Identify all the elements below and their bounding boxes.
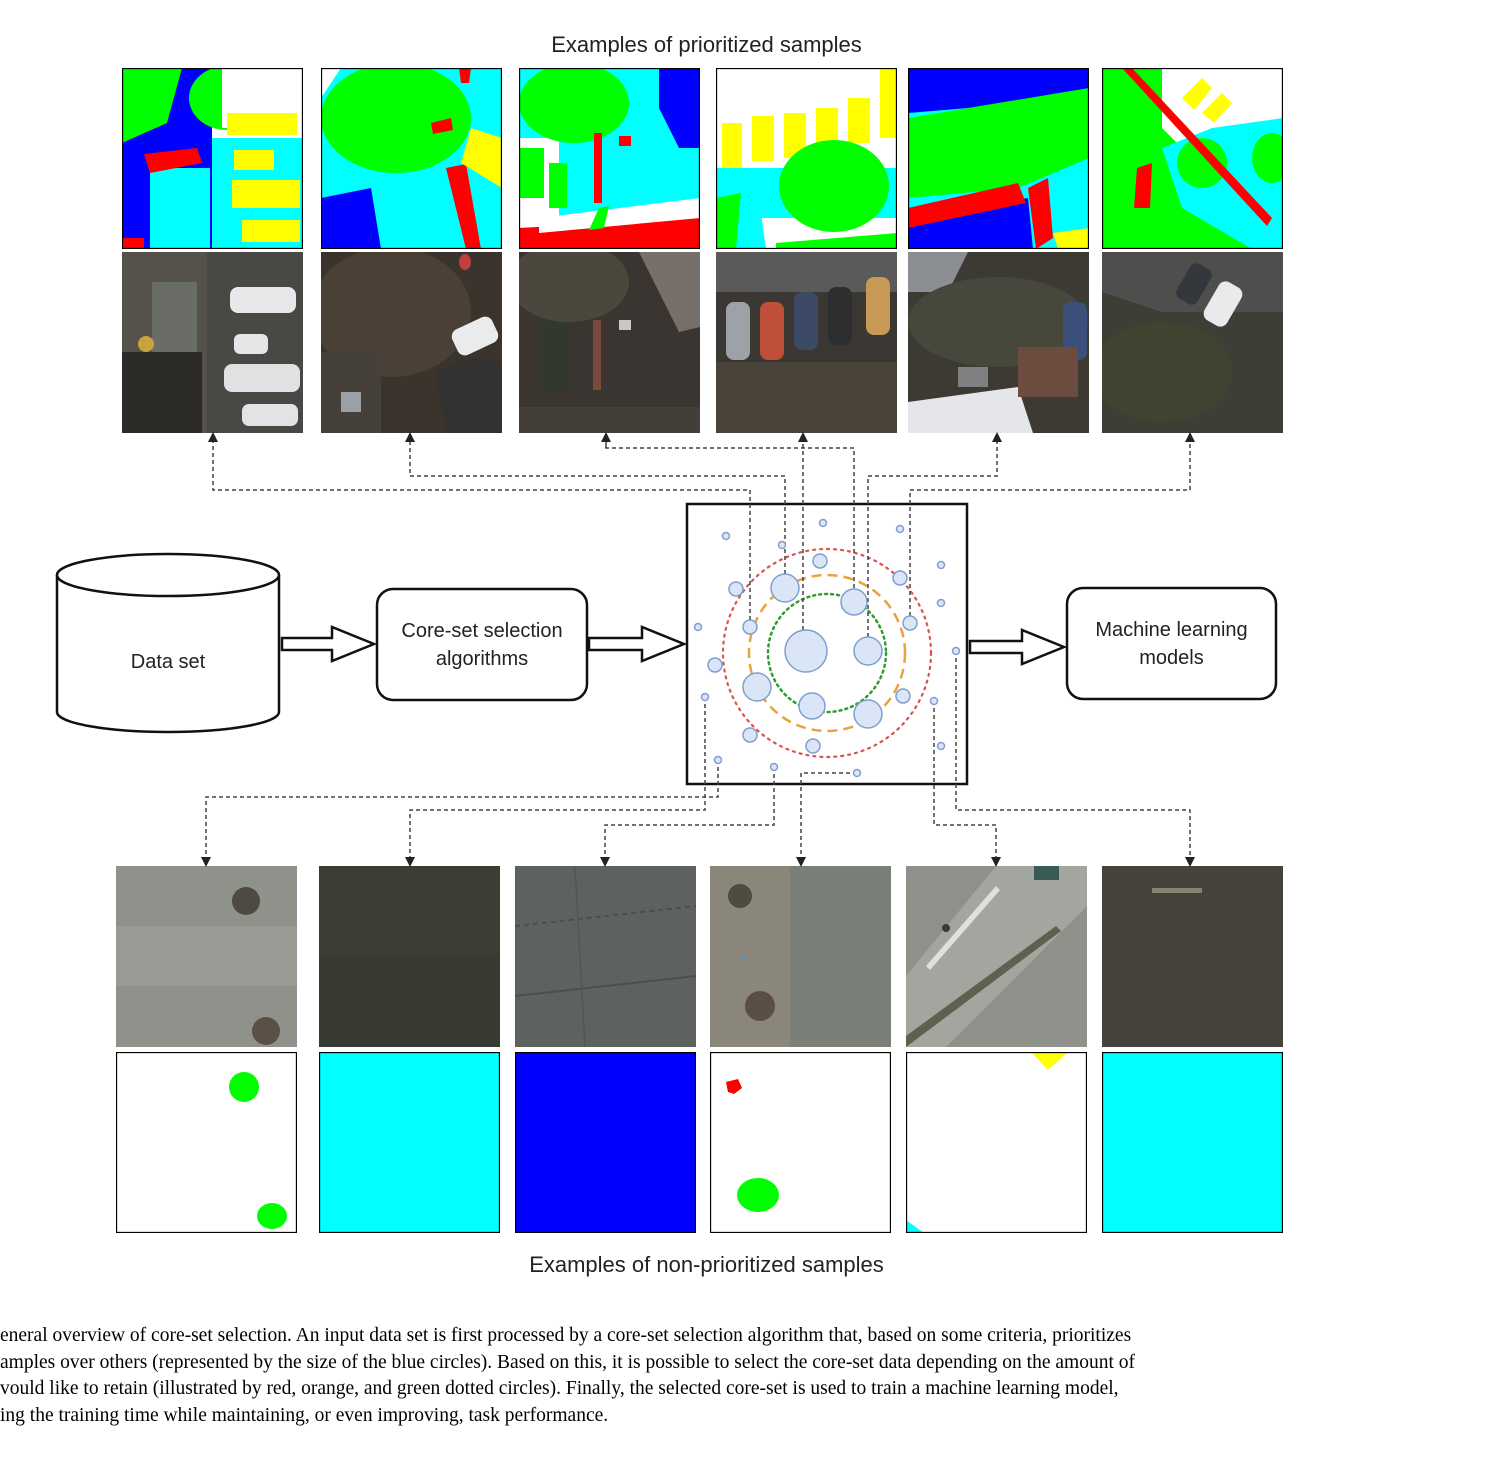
non-prioritized-mask-6 [1102,1052,1283,1233]
non-prioritized-mask-3 [515,1052,696,1233]
prioritized-mask-6 [1102,68,1283,249]
prioritized-photo-6 [1102,252,1283,433]
prioritized-mask-2 [321,68,502,249]
models-label-line-2: models [1139,647,1204,669]
non-prioritized-photo-3 [515,866,696,1047]
prioritized-mask-4 [716,68,897,249]
non-prioritized-photo-1 [116,866,297,1047]
retain-ring-medium [747,573,907,733]
algorithm-label-line-2: algorithms [435,648,529,670]
prioritized-mask-1 [122,68,303,249]
figure-caption: eneral overview of core-set selection. A… [0,1323,1443,1429]
prioritized-photo-1 [122,252,303,433]
non-prioritized-photo-5 [906,866,1087,1047]
arrow-algorithm-to-selection [587,625,688,663]
prioritized-mask-3 [519,68,700,249]
non-prioritized-mask-2 [319,1052,500,1233]
prioritized-photo-4 [716,252,897,433]
dataset-cylinder [55,552,281,734]
non-prioritized-connectors [201,651,1195,867]
algorithm-box [375,587,589,702]
algorithm-label: Core-set selection algorithms [377,617,587,673]
prioritized-mask-5 [908,68,1089,249]
algorithm-label-line-1: Core-set selection [401,620,563,642]
prioritized-connectors [208,432,1195,651]
models-box [1065,586,1278,701]
retain-ring-small [766,592,888,714]
caption-line-3: vould like to retain (illustrated by red… [0,1378,1119,1399]
dataset-label: Data set [130,651,206,673]
non-prioritized-mask-4 [710,1052,891,1233]
prioritized-photo-3 [519,252,700,433]
models-label: Machine learning models [1067,616,1276,672]
non-prioritized-photo-2 [319,866,500,1047]
retain-ring-large [721,547,933,759]
caption-line-2: amples over others (represented by the s… [0,1351,1135,1373]
sample-points [693,518,961,778]
non-prioritized-mask-5 [906,1052,1087,1233]
non-prioritized-photo-6 [1102,866,1283,1047]
arrow-dataset-to-algorithm [280,625,378,663]
non-prioritized-mask-1 [116,1052,297,1233]
caption-line-1: eneral overview of core-set selection. A… [0,1325,1132,1346]
caption-line-4: ing the training time while maintaining,… [0,1404,609,1426]
arrow-selection-to-models [968,628,1068,666]
prioritized-samples-heading: Examples of prioritized samples [551,32,862,57]
prioritized-photo-5 [908,252,1089,433]
prioritized-photo-2 [321,252,502,433]
non-prioritized-photo-4 [710,866,891,1047]
selection-box [685,502,969,786]
non-prioritized-samples-heading: Examples of non-prioritized samples [529,1252,884,1277]
models-label-line-1: Machine learning [1095,619,1248,641]
